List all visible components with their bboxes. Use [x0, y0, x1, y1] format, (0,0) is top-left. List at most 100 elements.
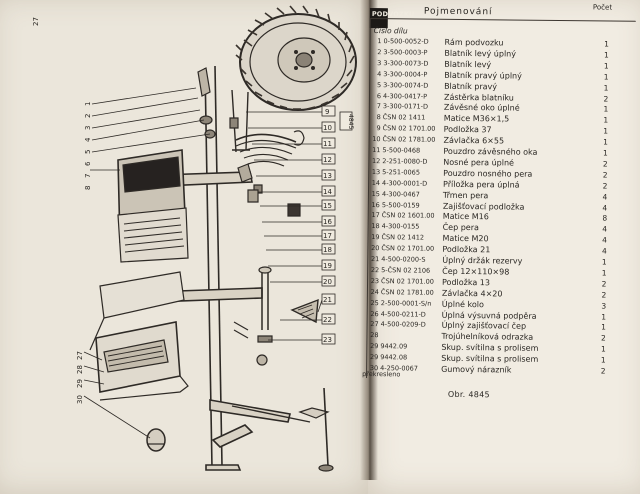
row-number: 17: [371, 211, 380, 220]
part-code: 4-300-0417-P: [382, 91, 428, 101]
part-name: Blatník pravý úplný: [444, 70, 522, 81]
part-code: 4-500-0211-D: [380, 309, 426, 319]
part-quantity: 1: [601, 257, 607, 267]
footnote: překresleno: [362, 369, 401, 379]
part-name: Zajišťovací podložka: [442, 201, 525, 212]
row-number: 12: [371, 156, 381, 166]
row-number: 18: [371, 222, 380, 231]
part-quantity: 1: [600, 344, 606, 354]
part-code: 5-251-0065: [382, 167, 421, 177]
part-name: Příložka pera úplná: [443, 179, 520, 190]
part-name: Čep 12×110×98: [442, 266, 510, 277]
part-name: Úplný držák rezervy: [442, 255, 523, 266]
drawbar-drawing: [231, 387, 334, 472]
callout-number: 27: [76, 351, 84, 360]
part-quantity: 2: [602, 170, 608, 180]
part-code: 5-ČSN 02 2106: [381, 266, 431, 275]
leaf-spring-drawing: [229, 117, 305, 217]
row-number: 15: [371, 189, 381, 198]
part-code: ČSN 02 1781.00: [380, 287, 434, 297]
row-number: 9: [376, 124, 381, 133]
part-code: ČSN 02 1781.00: [382, 135, 436, 144]
part-quantity: 3: [601, 301, 607, 311]
part-name: Blatník levý úplný: [444, 48, 517, 59]
part-quantity: 1: [603, 126, 609, 136]
triangle-reflector-drawing: [290, 298, 319, 324]
row-number: 24: [370, 287, 379, 296]
row-number: 10: [372, 135, 381, 144]
part-quantity: 1: [603, 61, 609, 71]
part-code: 3-300-0004-P: [383, 69, 428, 79]
part-quantity: 2: [603, 93, 609, 104]
part-name: Nosné pera úplné: [443, 157, 515, 168]
header-rule: [370, 18, 636, 22]
rubber-bumper-drawing: [146, 428, 166, 452]
qty-column-header: Počet: [592, 3, 613, 12]
spare-wheel-drawing: [235, 5, 357, 111]
callout-number: 13: [323, 172, 332, 180]
row-number: 27: [370, 320, 379, 329]
callout-number: 15: [323, 202, 332, 210]
part-quantity: 1: [603, 115, 609, 125]
part-quantity: 2: [601, 279, 607, 289]
part-quantity: 1: [603, 83, 609, 93]
part-code: 9442.08: [380, 353, 408, 362]
part-code: ČSN 02 1411: [382, 113, 426, 122]
callout-number: 5: [84, 150, 92, 154]
part-code: ČSN 02 1701.00: [381, 276, 434, 286]
exploded-chassis-drawing: 27 9 10 11 12 13 14 15 16 17 18 19 20 21…: [32, 5, 357, 472]
part-quantity: 1: [603, 104, 609, 114]
row-number: 21: [370, 255, 380, 264]
row-number: 19: [371, 233, 380, 242]
figure-caption: Obr. 4845: [447, 389, 490, 400]
callout-number: 12: [323, 156, 332, 164]
callout-number: 16: [323, 218, 332, 226]
row-number: 23: [370, 276, 380, 285]
book-gutter: [360, 0, 378, 480]
part-name: Blatník levý: [444, 59, 492, 70]
part-code: 3-300-0074-D: [383, 80, 429, 90]
part-quantity: 1: [601, 311, 607, 322]
callout-number: 14: [323, 188, 332, 196]
callout-number: 22: [323, 316, 332, 324]
part-code: 4-500-0200-S: [381, 255, 426, 264]
row-number: 6: [376, 91, 382, 100]
row-number: 4: [377, 69, 382, 78]
row-number: 14: [371, 178, 381, 187]
name-column-header: Pojmenování: [423, 6, 493, 18]
part-name: Blatník pravý: [444, 81, 498, 91]
side-label: 4845: [347, 114, 354, 129]
row-number: 8: [376, 113, 381, 122]
part-code: 5-500-0159: [381, 200, 420, 210]
callout-number: 21: [323, 296, 332, 304]
part-name: Závlačka 4×20: [441, 288, 503, 299]
part-name: Matice M20: [442, 233, 489, 244]
callout-number: 1: [84, 102, 92, 106]
part-name: Rám podvozku: [444, 37, 504, 48]
callout-number: 11: [323, 140, 332, 148]
callout-number: 8: [84, 186, 92, 190]
part-code: ČSN 02 1701.00: [381, 244, 435, 253]
part-quantity: 8: [602, 213, 608, 223]
part-quantity: 2: [602, 159, 608, 169]
callout-number: 23: [323, 336, 332, 344]
callout-number: 7: [84, 174, 92, 178]
callout-number: 2: [84, 114, 92, 118]
part-quantity: 2: [601, 290, 607, 300]
part-name: Matice M36×1,5: [443, 114, 510, 124]
part-quantity: 1: [600, 355, 606, 365]
part-code: ČSN 02 1601.00: [381, 211, 435, 221]
row-number: 26: [370, 309, 379, 318]
part-code: 3-500-0003-P: [383, 48, 428, 57]
part-code: 5-500-0468: [382, 146, 421, 155]
part-code: 9442.09: [380, 342, 408, 351]
part-quantity: 4: [602, 224, 608, 234]
part-quantity: 2: [601, 333, 606, 343]
part-code: 4-500-0209-D: [380, 320, 426, 330]
part-name: Úplná výsuvná podpěra: [441, 310, 537, 321]
part-name: Podložka 13: [442, 277, 491, 288]
callout-number: 20: [323, 278, 332, 286]
callout-number: 17: [323, 232, 332, 240]
